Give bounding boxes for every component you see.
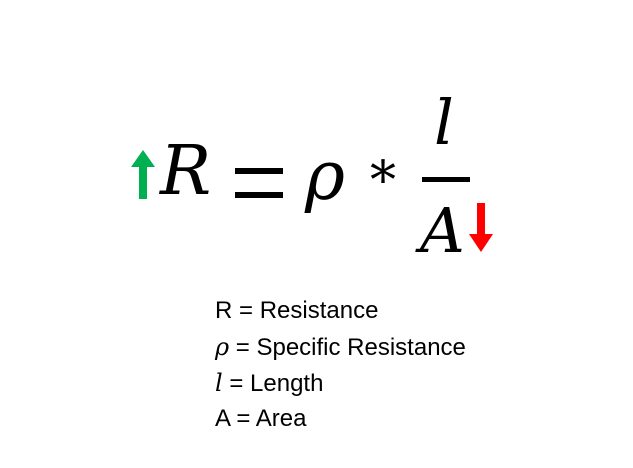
arrow-up-icon — [131, 150, 155, 199]
resistance-formula: R ρ * l A — [131, 86, 493, 267]
rho-symbol: ρ — [305, 137, 345, 216]
legend-item-length: l = Length — [215, 369, 324, 397]
legend-item-resistance: R = Resistance — [215, 297, 379, 324]
legend-item-area: A = Area — [215, 405, 307, 432]
legend-item-specific-resistance: ρ = Specific Resistance — [215, 333, 466, 361]
equals-sign — [235, 168, 283, 204]
length-symbol: l — [434, 86, 454, 159]
multiply-symbol: * — [370, 151, 396, 211]
area-symbol: A — [420, 194, 465, 267]
arrow-down-icon — [469, 203, 493, 252]
fraction-bar — [422, 177, 470, 182]
resistance-symbol: R — [160, 132, 212, 211]
variable-legend: R = Resistance ρ = Specific Resistance l… — [215, 296, 466, 440]
